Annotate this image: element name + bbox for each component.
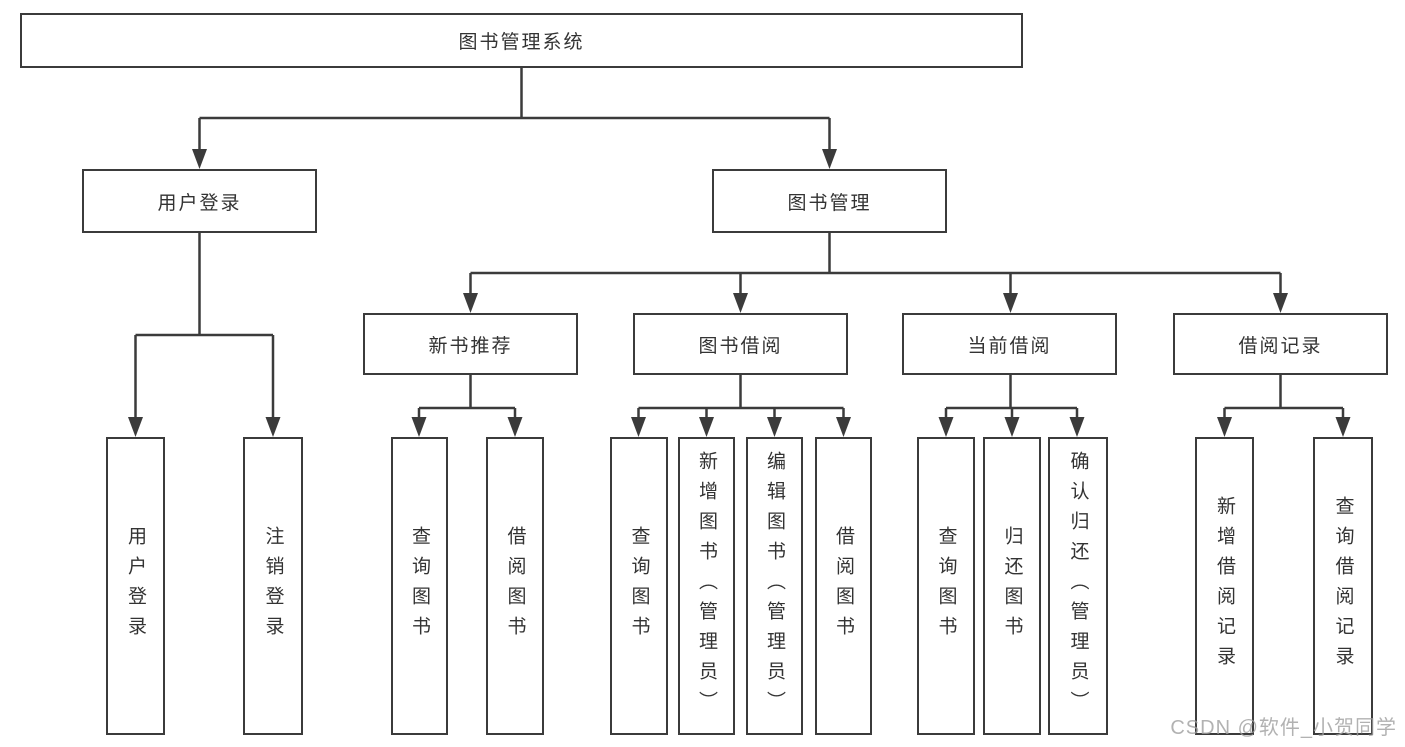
node-current-borrow: 当前借阅: [902, 313, 1117, 375]
node-label: 查询图书: [628, 526, 650, 646]
node-new-book-recommend: 新书推荐: [363, 313, 578, 375]
node-book-borrow: 图书借阅: [633, 313, 848, 375]
leaf-query-books-current: 查询图书: [917, 437, 975, 735]
csdn-watermark: CSDN @软件_小贺同学: [1170, 717, 1397, 739]
connector-segments: [134, 68, 1345, 419]
node-label: 图书借阅: [698, 335, 783, 357]
node-label: 新增借阅记录: [1214, 496, 1235, 676]
leaf-logout: 注销登录: [243, 437, 303, 735]
leaf-add-borrow-record: 新增借阅记录: [1195, 437, 1254, 735]
node-label: 图书管理系统: [458, 32, 585, 53]
arrowheads: [128, 149, 1351, 437]
leaf-user-login: 用户登录: [106, 437, 165, 735]
leaf-query-books-borrow: 查询图书: [610, 437, 668, 735]
leaf-return-books: 归还图书: [983, 437, 1041, 735]
node-label: 借阅图书: [833, 526, 854, 646]
node-label: 借阅图书: [504, 526, 526, 646]
node-label: 注销登录: [262, 526, 284, 646]
node-label: 用户登录: [157, 192, 242, 214]
node-label: 编辑图书（管理员）: [764, 451, 785, 721]
node-label: 查询借阅记录: [1332, 496, 1354, 676]
node-user-login: 用户登录: [82, 169, 317, 233]
node-label: 查询图书: [935, 526, 957, 646]
node-label: 确认归还（管理员）: [1067, 451, 1089, 721]
node-label: 当前借阅: [967, 335, 1052, 357]
leaf-borrow-books-recommend: 借阅图书: [486, 437, 544, 735]
node-library-management-system: 图书管理系统: [20, 13, 1023, 68]
leaf-confirm-return-admin: 确认归还（管理员）: [1048, 437, 1108, 735]
leaf-edit-book-admin: 编辑图书（管理员）: [746, 437, 803, 735]
leaf-query-books-recommend: 查询图书: [391, 437, 448, 735]
leaf-borrow-books-borrow: 借阅图书: [815, 437, 872, 735]
node-label: 新增图书（管理员）: [696, 451, 717, 721]
node-label: 新书推荐: [428, 335, 513, 357]
node-borrow-record: 借阅记录: [1173, 313, 1388, 375]
node-label: 图书管理: [787, 192, 872, 214]
leaf-add-book-admin: 新增图书（管理员）: [678, 437, 735, 735]
node-label: 用户登录: [125, 526, 146, 646]
node-label: 归还图书: [1001, 526, 1023, 646]
leaf-query-borrow-record: 查询借阅记录: [1313, 437, 1373, 735]
node-label: 借阅记录: [1238, 335, 1323, 357]
node-label: 查询图书: [409, 526, 430, 646]
node-book-management: 图书管理: [712, 169, 947, 233]
